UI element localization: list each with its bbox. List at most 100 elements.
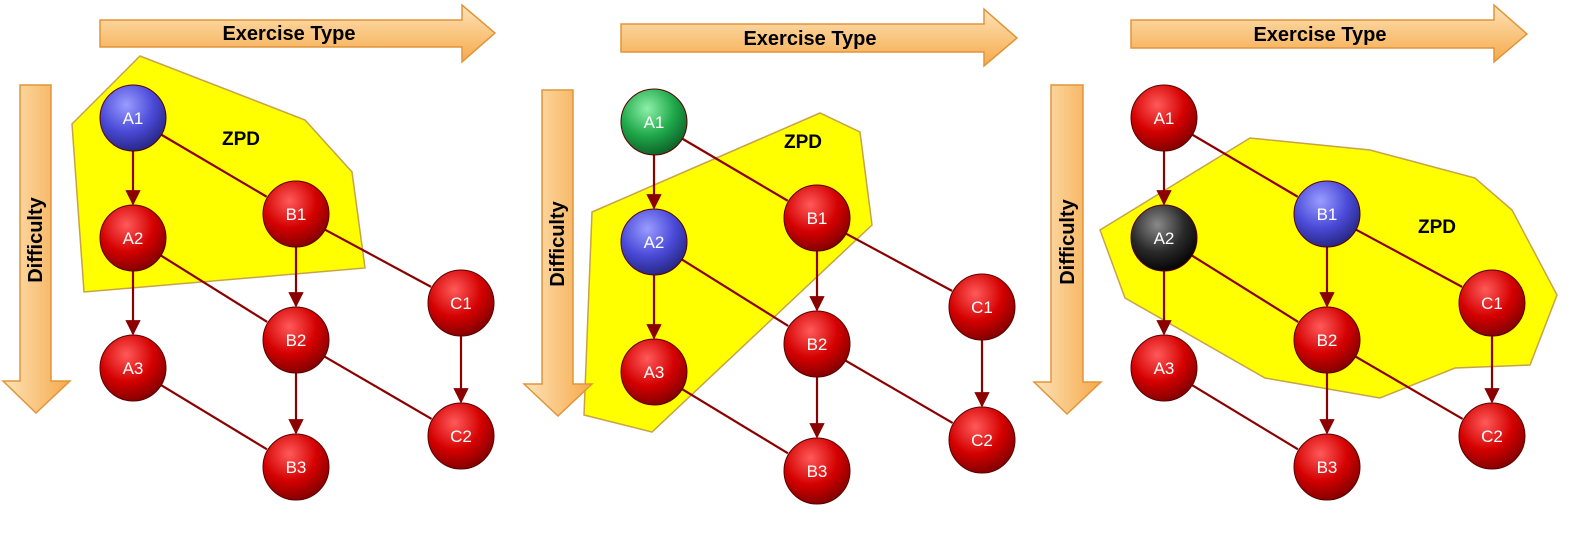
node-a1: A1 [1130,84,1198,152]
exercise-type-label: Exercise Type [743,28,876,50]
node-label: B2 [807,335,828,354]
node-a3: A3 [1130,334,1198,402]
node-label: A2 [1154,229,1175,248]
node-c1: C1 [948,273,1016,341]
node-label: B3 [286,458,307,477]
node-a1: A1 [620,88,688,156]
node-circle [620,338,688,406]
node-b2: B2 [783,310,851,378]
difficulty-label: Difficulty [547,200,569,286]
edges [646,137,990,455]
node-circle [1293,433,1361,501]
node-circle [620,208,688,276]
node-circle [99,84,167,152]
edge-b2-c2 [1354,355,1464,420]
node-c1: C1 [1458,269,1526,337]
node-label: C2 [1481,427,1503,446]
edge-b2-c2 [844,359,954,424]
node-label: B2 [1317,331,1338,350]
edge-a1-b1 [681,137,789,202]
exercise-type-arrow [1130,3,1529,64]
node-circle [620,88,688,156]
node-c2: C2 [1458,402,1526,470]
edge-a3-b3 [160,384,268,451]
edges [125,133,469,451]
edge-a2-b2 [681,258,789,327]
node-circle [262,433,330,501]
zpd-label: ZPD [784,132,822,153]
node-label: C2 [450,427,472,446]
node-label: B3 [1317,458,1338,477]
node-circle [783,437,851,505]
node-a2: A2 [99,204,167,272]
node-label: A3 [1154,359,1175,378]
difficulty-label: Difficulty [25,196,47,282]
node-b3: B3 [783,437,851,505]
zpd-label: ZPD [1418,217,1456,238]
node-a3: A3 [620,338,688,406]
node-circle [1130,84,1198,152]
node-b3: B3 [1293,433,1361,501]
node-label: A2 [123,229,144,248]
node-label: B1 [286,205,307,224]
node-b1: B1 [1293,180,1361,248]
difficulty-arrow [522,89,594,418]
node-a2: A2 [620,208,688,276]
exercise-type-label: Exercise Type [1253,24,1386,46]
node-b2: B2 [1293,306,1361,374]
edge-a3-b3 [1191,384,1299,451]
node-circle [1293,306,1361,374]
node-circle [427,269,495,337]
node-label: C2 [971,431,993,450]
exercise-type-label: Exercise Type [222,23,355,45]
edge-a2-b2 [160,254,268,323]
node-c2: C2 [948,406,1016,474]
node-label: B3 [807,462,828,481]
edge-a2-b2 [1191,254,1299,323]
edge-b1-c1 [845,232,953,292]
node-label: B1 [1317,205,1338,224]
difficulty-label: Difficulty [1057,198,1079,284]
zpd-label: ZPD [222,129,260,150]
edges [1156,133,1500,451]
difficulty-arrow [1032,84,1103,416]
node-label: A3 [123,359,144,378]
node-circle [948,406,1016,474]
node-circle [1293,180,1361,248]
edge-b2-c2 [323,355,433,420]
node-label: A1 [123,109,144,128]
zpd-zone [1099,137,1558,399]
node-circle [262,306,330,374]
exercise-type-arrow [620,7,1019,68]
node-c1: C1 [427,269,495,337]
node-circle [1458,402,1526,470]
node-circle [427,402,495,470]
node-a2: A2 [1130,204,1198,272]
node-label: A1 [1154,109,1175,128]
node-circle [783,310,851,378]
node-c2: C2 [427,402,495,470]
node-circle [1458,269,1526,337]
node-label: C1 [971,298,993,317]
node-a3: A3 [99,334,167,402]
node-b2: B2 [262,306,330,374]
node-circle [99,334,167,402]
node-label: B1 [807,209,828,228]
node-label: A2 [644,233,665,252]
node-circle [1130,334,1198,402]
edge-b1-c1 [1355,228,1463,288]
edge-a1-b1 [160,133,268,198]
node-b1: B1 [262,180,330,248]
difficulty-arrow [1,84,72,415]
node-label: A3 [644,363,665,382]
node-label: C1 [450,294,472,313]
node-b1: B1 [783,184,851,252]
node-circle [948,273,1016,341]
